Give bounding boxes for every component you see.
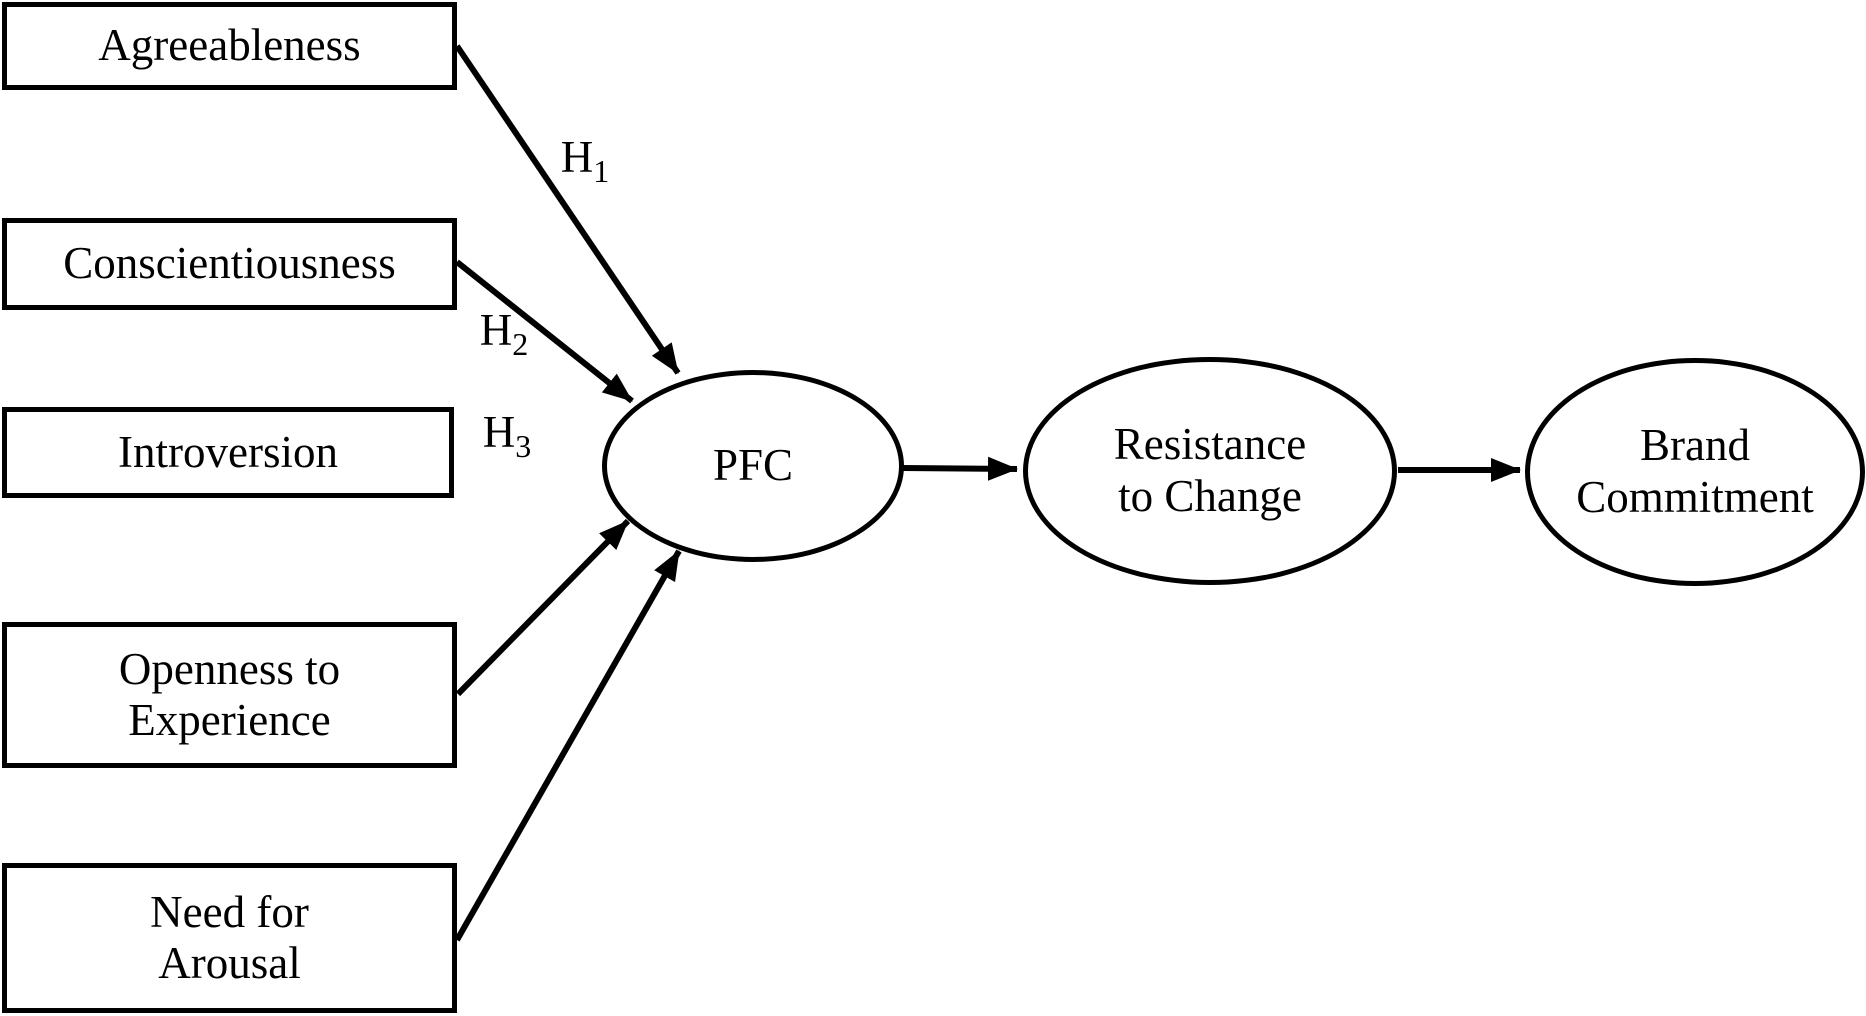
ellipse-brand-label: Brand Commitment: [1576, 420, 1814, 522]
box-conscientiousness-label: Conscientiousness: [63, 238, 396, 289]
box-openness-label: Openness to Experience: [118, 643, 341, 745]
box-agreeableness: Agreeableness: [2, 2, 457, 90]
arrow-need-arousal-to-pfc: [454, 549, 682, 942]
ellipse-resistance: Resistance to Change: [1023, 357, 1397, 585]
box-introversion: Introversion: [2, 407, 454, 498]
box-openness: Openness to Experience: [2, 622, 457, 768]
h3-base: H: [482, 407, 516, 457]
arrow-agreeableness-to-pfc: [454, 44, 681, 375]
box-need-arousal: Need for Arousal: [2, 863, 457, 1013]
hypothesis-label-h2: H2: [479, 304, 529, 360]
ellipse-resistance-label: Resistance to Change: [1113, 419, 1307, 521]
arrow-pfc-to-resistance: [902, 456, 1018, 481]
box-agreeableness-label: Agreeableness: [98, 20, 361, 71]
ellipse-pfc: PFC: [602, 370, 904, 562]
ellipse-brand: Brand Commitment: [1525, 358, 1865, 586]
box-conscientiousness: Conscientiousness: [2, 218, 457, 310]
ellipse-pfc-label: PFC: [712, 440, 794, 491]
h3-sub: 3: [515, 428, 532, 464]
h1-sub: 1: [593, 153, 610, 189]
arrow-openness-to-pfc: [455, 518, 631, 697]
h2-base: H: [479, 305, 513, 355]
box-need-arousal-label: Need for Arousal: [150, 886, 309, 988]
hypothesis-label-h3: H3: [482, 406, 532, 462]
hypothesis-label-h1: H1: [560, 131, 610, 187]
arrow-conscientiousness-to-pfc: [455, 259, 634, 404]
h2-sub: 2: [512, 326, 529, 362]
box-introversion-label: Introversion: [118, 426, 338, 477]
h1-base: H: [560, 132, 594, 182]
